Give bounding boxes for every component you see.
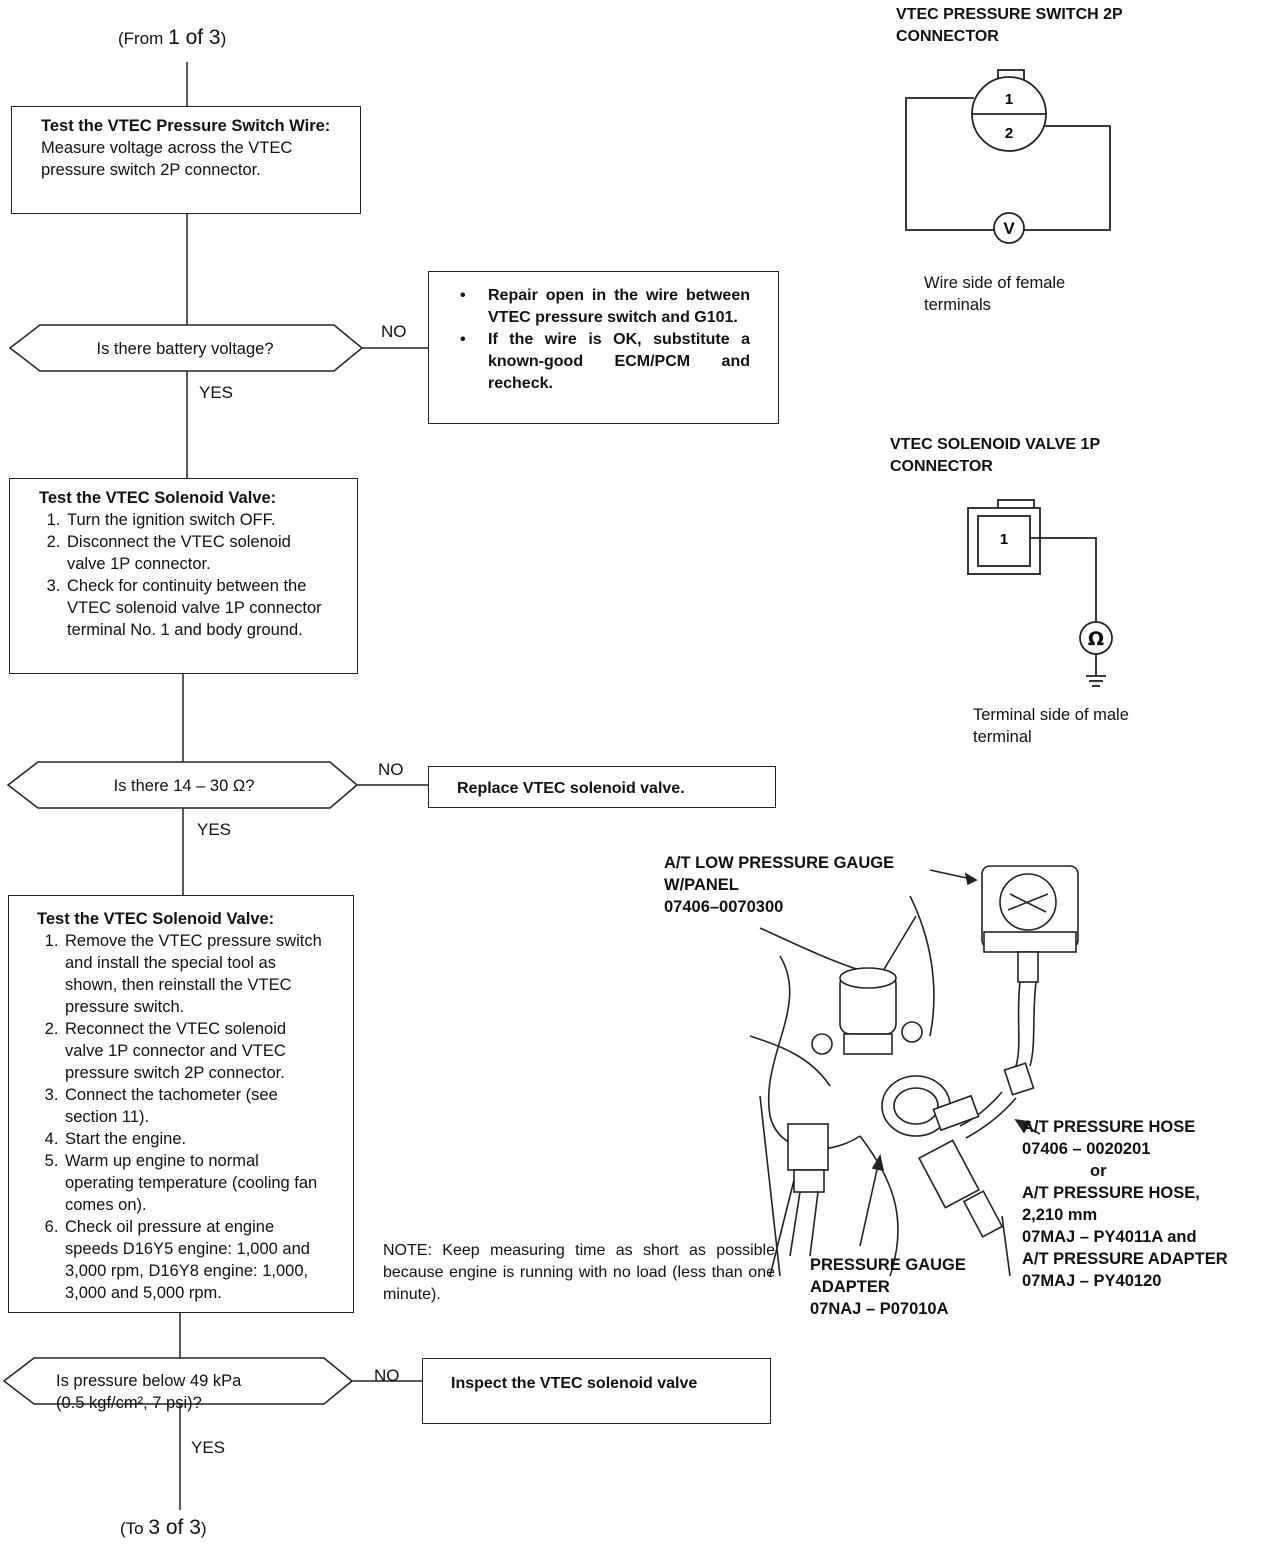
- step3-item: Check oil pressure at engine speeds D16Y…: [63, 1216, 327, 1304]
- step3-item: Reconnect the VTEC solenoid valve 1P con…: [63, 1018, 327, 1084]
- decision2-diamond: [6, 761, 359, 809]
- switch-pin2: 2: [1005, 125, 1013, 142]
- decision2-no: NO: [378, 760, 404, 779]
- from-reference: (From 1 of 3): [118, 26, 226, 50]
- step3-title: Test the VTEC Solenoid Valve:: [37, 910, 275, 928]
- step2-title: Test the VTEC Solenoid Valve:: [39, 489, 277, 507]
- adapter-label-line: PRESSURE GAUGE: [810, 1256, 966, 1274]
- solenoid-pin1: 1: [1000, 531, 1008, 548]
- adapter-label-line: 07NAJ – P07010A: [810, 1300, 949, 1318]
- gauge-label-line: W/PANEL: [664, 876, 739, 894]
- step1-title: Test the VTEC Pressure Switch Wire:: [41, 117, 331, 135]
- to-suffix: ): [200, 1519, 207, 1538]
- step3-item: Connect the tachometer (see section 11).: [63, 1084, 327, 1128]
- hose-label-line: 07MAJ – PY4011A and: [1022, 1228, 1197, 1246]
- decision2-question: Is there 14 – 30 Ω?: [113, 777, 255, 795]
- switch-connector-diagram: 1 2 V: [905, 69, 1111, 244]
- hose-label-line: A/T PRESSURE HOSE: [1022, 1118, 1196, 1136]
- repair1-item: Repair open in the wire between VTEC pre…: [458, 285, 750, 329]
- step3-item: Start the engine.: [63, 1128, 327, 1150]
- decision3-question: Is pressure below 49 kPa (0.5 kgf/cm², 7…: [56, 1370, 316, 1414]
- step3-box: Test the VTEC Solenoid Valve: Remove the…: [8, 895, 354, 1313]
- step2-item: Check for continuity between the VTEC so…: [65, 575, 329, 641]
- hose-label-line: or: [1090, 1162, 1107, 1180]
- gauge-label: A/T LOW PRESSURE GAUGE W/PANEL 07406–007…: [664, 852, 894, 918]
- step2-item: Disconnect the VTEC solenoid valve 1P co…: [65, 531, 329, 575]
- step1-box: Test the VTEC Pressure Switch Wire: Meas…: [11, 106, 361, 214]
- step2-box: Test the VTEC Solenoid Valve: Turn the i…: [9, 478, 358, 674]
- decision1-yes: YES: [199, 383, 234, 402]
- decision3-yes: YES: [191, 1438, 226, 1457]
- gauge-label-line: A/T LOW PRESSURE GAUGE: [664, 854, 895, 872]
- adapter-label: PRESSURE GAUGE ADAPTER 07NAJ – P07010A: [810, 1254, 966, 1320]
- repair1-box: Repair open in the wire between VTEC pre…: [428, 271, 779, 424]
- repair1-item: If the wire is OK, substitute a known-go…: [458, 329, 750, 395]
- from-prefix: (From: [118, 29, 164, 48]
- repair2-text: Replace VTEC solenoid valve.: [457, 780, 685, 797]
- hose-label-line: 07MAJ – PY40120: [1022, 1272, 1162, 1290]
- decision3-line2: (0.5 kgf/cm², 7 psi)?: [56, 1394, 202, 1412]
- measurement-note: NOTE: Keep measuring time as short as po…: [383, 1242, 775, 1303]
- switch-connector-caption: Wire side of female terminals: [924, 274, 1066, 314]
- repair2-box: Replace VTEC solenoid valve.: [428, 766, 776, 808]
- to-reference: (To 3 of 3): [120, 1516, 207, 1540]
- repair3-box: Inspect the VTEC solenoid valve: [422, 1358, 771, 1424]
- hose-label-line: A/T PRESSURE HOSE,: [1022, 1184, 1200, 1202]
- engine-gauge-illustration: [749, 865, 1079, 1277]
- decision3-line1: Is pressure below 49 kPa: [56, 1372, 242, 1390]
- hose-label-line: A/T PRESSURE ADAPTER: [1022, 1250, 1228, 1268]
- decision3-no: NO: [374, 1366, 400, 1385]
- ohmmeter-icon: Ω: [1088, 628, 1104, 650]
- switch-connector-heading: VTEC PRESSURE SWITCH 2P CONNECTOR: [896, 6, 1123, 45]
- step3-item: Warm up engine to normal operating tempe…: [63, 1150, 327, 1216]
- decision2-yes: YES: [197, 820, 232, 839]
- repair3-text: Inspect the VTEC solenoid valve: [451, 1375, 698, 1392]
- solenoid-connector-heading: VTEC SOLENOID VALVE 1P CONNECTOR: [890, 436, 1100, 475]
- gauge-label-line: 07406–0070300: [664, 898, 784, 916]
- decision1-diamond: [8, 324, 364, 372]
- from-suffix: ): [220, 29, 227, 48]
- decision1-question: Is there battery voltage?: [96, 340, 274, 358]
- voltmeter-icon: V: [1003, 219, 1015, 238]
- adapter-label-line: ADAPTER: [810, 1278, 890, 1296]
- step2-item: Turn the ignition switch OFF.: [65, 509, 329, 531]
- step1-body: Measure voltage across the VTEC pressure…: [41, 139, 293, 179]
- step3-item: Remove the VTEC pressure switch and inst…: [63, 930, 327, 1018]
- from-page: 1 of 3: [168, 26, 221, 49]
- decision3-diamond: [2, 1357, 354, 1405]
- switch-pin1: 1: [1005, 91, 1013, 108]
- to-page: 3 of 3: [148, 1516, 201, 1539]
- solenoid-connector-diagram: 1 Ω: [967, 499, 1113, 687]
- hose-label-line: 07406 – 0020201: [1022, 1140, 1151, 1158]
- decision1-no: NO: [381, 322, 407, 341]
- solenoid-connector-caption: Terminal side of male terminal: [973, 706, 1129, 746]
- to-prefix: (To: [120, 1519, 144, 1538]
- hose-label-line: 2,210 mm: [1022, 1206, 1098, 1224]
- hose-label: A/T PRESSURE HOSE 07406 – 0020201 or A/T…: [1022, 1116, 1228, 1292]
